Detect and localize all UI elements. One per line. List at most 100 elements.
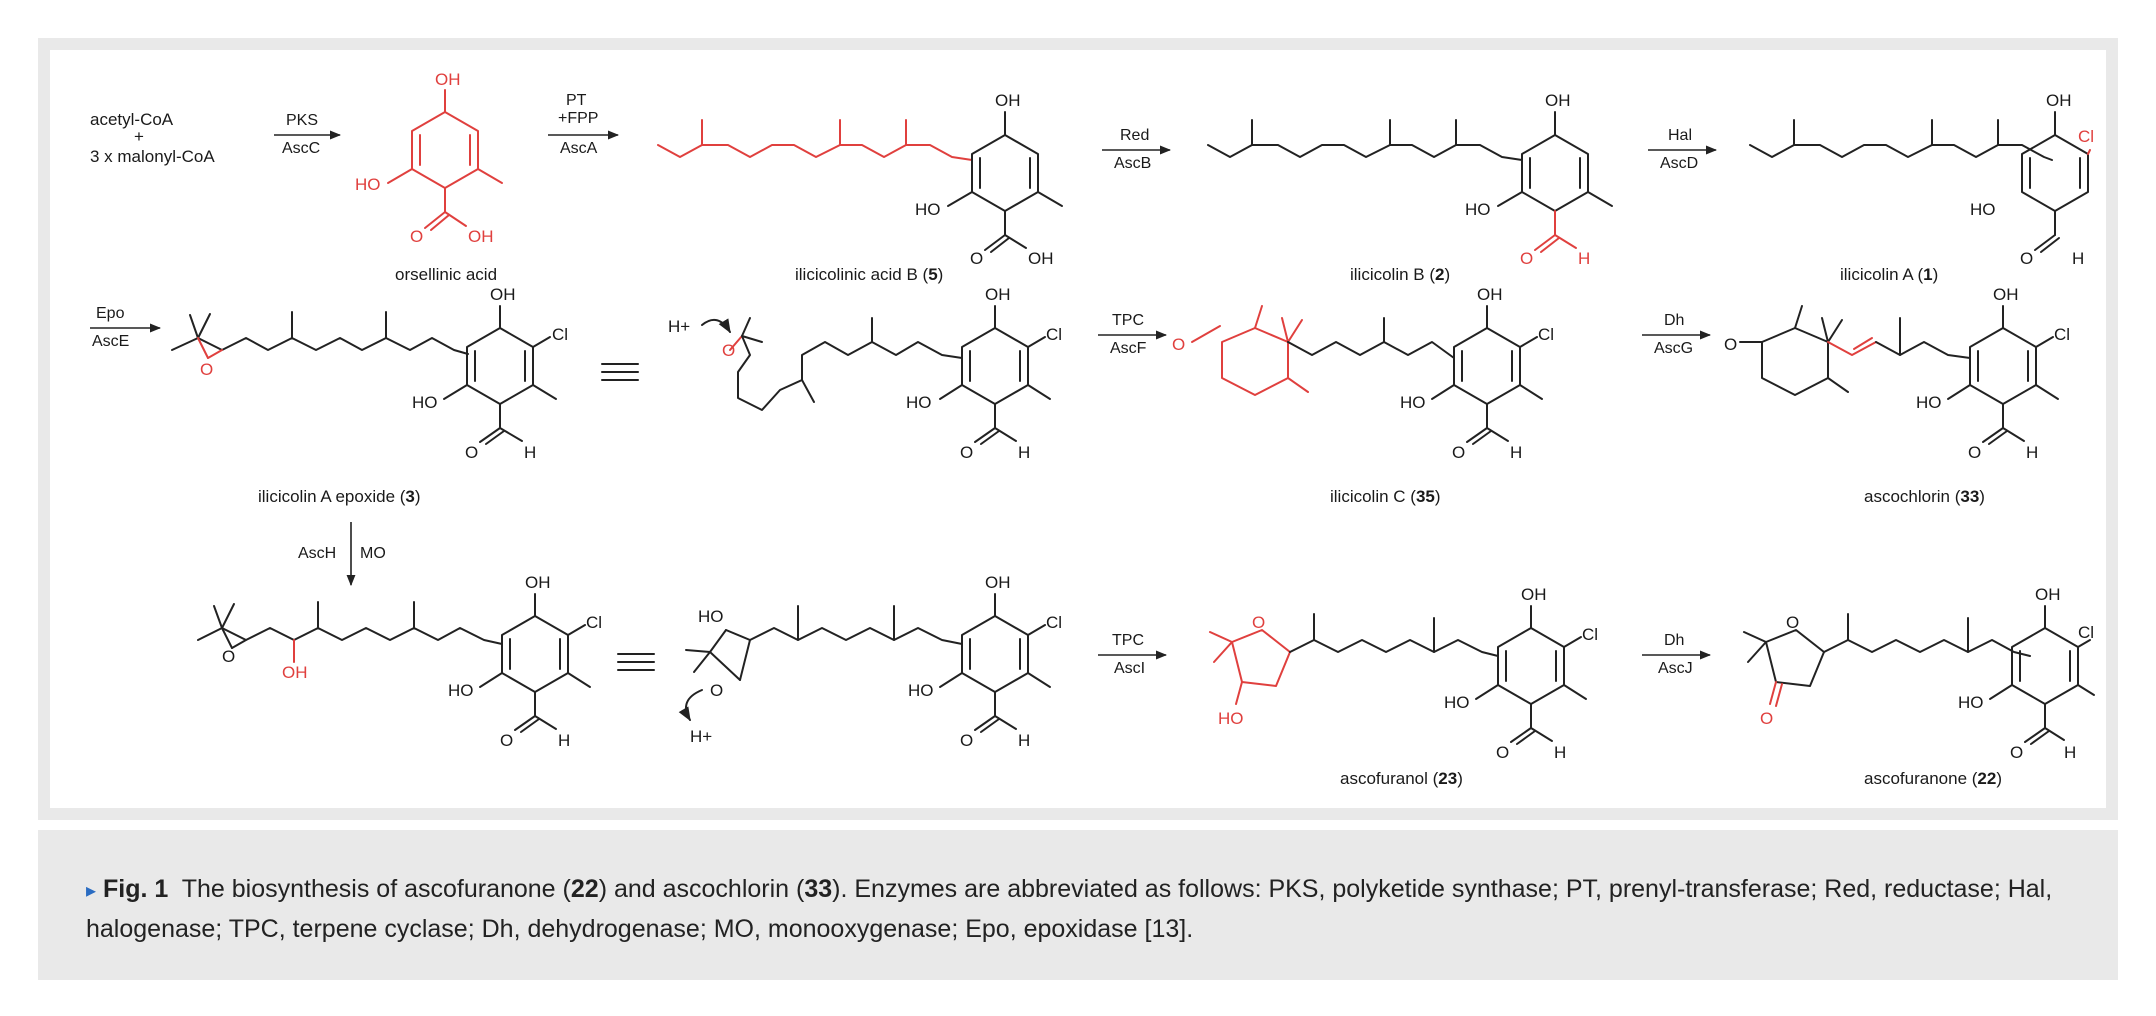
svg-text:OH: OH [490,285,516,304]
svg-text:O: O [1968,443,1981,462]
caption-text-1: The biosynthesis of ascofuranone ( [181,875,571,903]
figure-number: Fig. 1 [103,875,169,903]
svg-text:OH: OH [995,91,1021,110]
ilicicolinic-acid-b-structure: OH HO O OH [657,91,1063,268]
svg-text:HO: HO [448,681,474,700]
ascochlorin-structure: O OH Cl HO O H [1724,285,2070,462]
enzyme-red: Red [1120,127,1149,144]
svg-text:HO: HO [1218,709,1244,728]
enzyme-tpc: TPC [1112,632,1144,649]
enzyme-hal: Hal [1668,127,1692,144]
hydroxy-epoxide-conformer-structure: HO O H+ [678,573,1062,750]
svg-text:O: O [1252,613,1265,632]
ascofuranol-structure: O HO OH Cl HO O H [1209,585,1598,762]
compound-name-orsellinic-acid: orsellinic acid [395,265,497,284]
svg-text:OH: OH [435,70,461,89]
enzyme-pks: PKS [286,112,318,129]
svg-text:Cl: Cl [552,325,568,344]
svg-text:H+: H+ [668,317,690,336]
enzyme-ascb: AscB [1114,155,1151,172]
ilicicolin-c-structure: O OH Cl HO O H [1172,285,1554,462]
enzyme-ascj: AscJ [1658,660,1693,677]
reagent-plus: + [134,127,144,146]
svg-text:O: O [1786,613,1799,632]
enzyme-asci: AscI [1114,660,1145,677]
enzyme-mo: MO [360,545,386,562]
biosynthesis-scheme: acetyl-CoA + 3 x malonyl-CoA PKS AscC OH [90,70,2095,788]
svg-text:OH: OH [985,573,1011,592]
svg-text:O: O [710,681,723,700]
enzyme-epo: Epo [96,305,125,322]
compound-name-ilicicolin-a: ilicicolin A (1) [1840,265,1938,284]
svg-text:O: O [970,249,983,268]
svg-text:H: H [1018,443,1030,462]
svg-text:O: O [960,443,973,462]
svg-text:Cl: Cl [1046,613,1062,632]
svg-text:O: O [200,360,213,379]
caption-marker-icon: ▸ [86,880,97,902]
svg-text:OH: OH [468,227,494,246]
caption-compound-number: 33 [804,875,833,903]
svg-text:H: H [1510,443,1522,462]
svg-text:OH: OH [525,573,551,592]
orsellinic-acid-structure: OH HO O OH [355,70,503,246]
reagent-malonyl-coa: 3 x malonyl-CoA [90,147,215,166]
svg-text:H: H [1554,743,1566,762]
svg-text:O: O [410,227,423,246]
svg-text:H: H [2064,743,2076,762]
svg-text:OH: OH [1028,249,1054,268]
compound-name-ilicicolinic-acid-b: ilicicolinic acid B (5) [795,265,943,284]
svg-text:OH: OH [282,663,308,682]
svg-text:HO: HO [908,681,934,700]
compound-name-ascofuranone: ascofuranone (22) [1864,769,2002,788]
enzyme-asch: AscH [298,545,336,562]
svg-text:O: O [722,341,735,360]
svg-text:O: O [1760,709,1773,728]
ascofuranone-structure: O O OH Cl HO O H [1743,585,2095,762]
svg-text:Cl: Cl [2078,623,2094,642]
scheme-panel: acetyl-CoA + 3 x malonyl-CoA PKS AscC OH [50,50,2106,808]
caption-text-3: ). Enzymes are abbreviated as follows: P… [86,875,2053,943]
compound-name-ascofuranol: ascofuranol (23) [1340,769,1463,788]
enzyme-tpc: TPC [1112,312,1144,329]
svg-text:HO: HO [1970,200,1996,219]
svg-text:H: H [2072,249,2084,268]
svg-text:H: H [524,443,536,462]
svg-text:OH: OH [1521,585,1547,604]
enzyme-pt: PT [566,92,587,109]
ilicicolin-a-structure: OH Cl HO O H [1749,91,2094,268]
equivalence-sign [601,363,639,381]
svg-text:HO: HO [906,393,932,412]
svg-text:O: O [2010,743,2023,762]
svg-text:H: H [558,731,570,750]
svg-text:Cl: Cl [2078,127,2094,146]
enzyme-fpp: +FPP [558,110,598,127]
svg-text:Cl: Cl [1046,325,1062,344]
enzyme-asca: AscA [560,140,598,157]
svg-text:H: H [1018,731,1030,750]
ilicicolin-b-structure: OH HO O H [1207,91,1613,268]
enzyme-dh: Dh [1664,632,1684,649]
epoxide-conformer-structure: H+ O OH Cl HO [668,285,1062,462]
reagent-acetyl-coa: acetyl-CoA [90,110,174,129]
figure-caption: ▸ Fig. 1 The biosynthesis of ascofuranon… [86,870,2076,948]
svg-text:Cl: Cl [2054,325,2070,344]
svg-text:OH: OH [2046,91,2072,110]
svg-text:O: O [500,731,513,750]
compound-name-ascochlorin: ascochlorin (33) [1864,487,1985,506]
enzyme-ascg: AscG [1654,340,1693,357]
compound-name-ilicicolin-c: ilicicolin C (35) [1330,487,1441,506]
svg-text:O: O [1172,335,1185,354]
svg-text:O: O [465,443,478,462]
svg-text:OH: OH [2035,585,2061,604]
svg-text:OH: OH [1477,285,1503,304]
enzyme-ascc: AscC [282,140,320,157]
svg-text:O: O [960,731,973,750]
caption-compound-number: 22 [570,875,599,903]
svg-text:HO: HO [355,175,381,194]
svg-text:OH: OH [1545,91,1571,110]
equivalence-sign [617,653,655,671]
svg-text:OH: OH [985,285,1011,304]
compound-name-ilicicolin-b: ilicicolin B (2) [1350,265,1450,284]
svg-text:HO: HO [698,607,724,626]
